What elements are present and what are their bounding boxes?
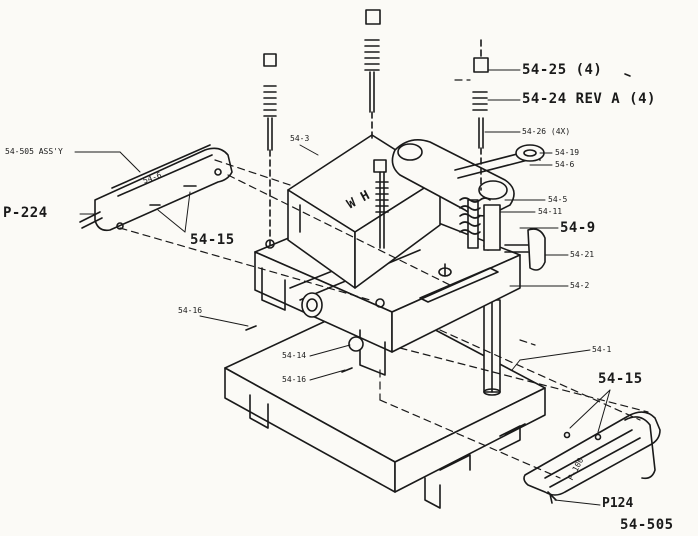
t-knob-part bbox=[504, 228, 546, 271]
label-54-11: 54-11 bbox=[538, 207, 563, 216]
tick-mark bbox=[624, 73, 631, 77]
left-bracket-assy bbox=[79, 144, 233, 232]
label-54-505: 54-505 bbox=[620, 517, 674, 533]
leader-lines bbox=[74, 69, 611, 506]
top-arm-part bbox=[391, 139, 515, 251]
label-54-5: 54-5 bbox=[548, 195, 568, 204]
assembly-lines bbox=[119, 79, 649, 479]
label-54-14: 54-14 bbox=[282, 351, 307, 360]
label-54-15-left: 54-15 bbox=[190, 232, 235, 248]
right-bracket-assy bbox=[523, 411, 661, 504]
handle-part bbox=[454, 144, 545, 179]
label-54-6-handle: 54-6 bbox=[555, 160, 575, 169]
label-54-3: 54-3 bbox=[290, 134, 310, 143]
column-post bbox=[483, 299, 501, 396]
label-54-19: 54-19 bbox=[555, 148, 580, 157]
label-54-15-right: 54-15 bbox=[598, 371, 643, 387]
label-54-505-assy: 54-505 ASS'Y bbox=[5, 147, 63, 156]
label-54-16-top: 54-16 bbox=[178, 306, 203, 315]
label-54-21: 54-21 bbox=[570, 250, 595, 259]
label-54-24: 54-24 REV A (4) bbox=[522, 91, 656, 107]
label-54-25: 54-25 (4) bbox=[522, 62, 603, 78]
label-54-26: 54-26 (4X) bbox=[522, 127, 571, 136]
block-part bbox=[287, 134, 441, 289]
label-54-1: 54-1 bbox=[592, 345, 612, 354]
label-54-9: 54-9 bbox=[560, 220, 596, 236]
shaft-part bbox=[245, 292, 364, 373]
top-bolts bbox=[263, 9, 489, 246]
label-54-16-bottom: 54-16 bbox=[282, 375, 307, 384]
base-part bbox=[224, 297, 546, 509]
label-54-2: 54-2 bbox=[570, 281, 590, 290]
label-p-224: P-224 bbox=[3, 205, 48, 221]
center-bolt bbox=[373, 159, 389, 249]
label-p124: P124 bbox=[602, 496, 634, 511]
